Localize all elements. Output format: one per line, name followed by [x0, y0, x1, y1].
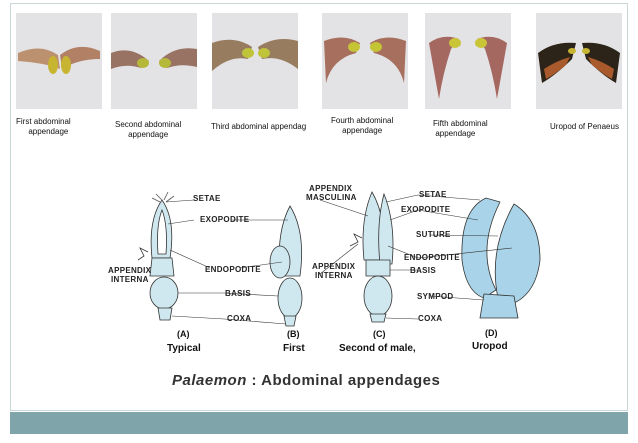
panel-name-d: Uropod	[472, 341, 508, 352]
photo-third-abdominal-appendage	[212, 13, 298, 109]
label-endopodite-a: ENDOPODITE	[205, 265, 261, 274]
label-exopodite-a: EXOPODITE	[200, 215, 250, 224]
label-basis-a: BASIS	[225, 289, 251, 298]
label-endopodite-d: ENDOPODITE	[404, 253, 460, 262]
panel-letter-d: (D)	[485, 328, 498, 338]
label-suture: SUTURE	[416, 230, 451, 239]
photo-fourth-abdominal-appendage	[322, 13, 408, 109]
footer-bar	[10, 412, 628, 434]
diagram-title: Palaemon : Abdominal appendages	[172, 372, 441, 389]
label-coxa-c: COXA	[418, 314, 443, 323]
photo-second-abdominal-appendage	[111, 13, 197, 109]
appendage-diagram	[137, 191, 541, 327]
label-setae-a: SETAE	[193, 194, 221, 203]
photo-first-abdominal-appendage	[16, 13, 102, 109]
label-setae-d: SETAE	[419, 190, 447, 199]
label-exopodite-d: EXOPODITE	[401, 205, 451, 214]
slide-frame	[10, 3, 628, 411]
panel-name-b: First	[283, 343, 305, 354]
label-coxa-a: COXA	[227, 314, 252, 323]
appendage-c-second-of-male	[349, 191, 394, 323]
label-basis-d: BASIS	[410, 266, 436, 275]
panel-name-a: Typical	[167, 343, 201, 354]
panel-letter-c: (C)	[373, 329, 386, 339]
appendage-b-first	[269, 205, 303, 327]
appendage-a-typical	[137, 191, 179, 321]
appendage-d-uropod	[461, 197, 541, 319]
label-sympod: SYMPOD	[417, 292, 454, 301]
panel-letter-a: (A)	[177, 329, 190, 339]
photo-caption: Uropod of Penaeus	[550, 122, 619, 131]
panel-letter-b: (B)	[287, 329, 300, 339]
photo-fifth-abdominal-appendage	[425, 13, 511, 109]
photo-caption: Third abdominal appendag	[211, 122, 307, 131]
photo-uropod-of-penaeus	[536, 13, 622, 109]
panel-name-c: Second of male,	[339, 343, 416, 354]
